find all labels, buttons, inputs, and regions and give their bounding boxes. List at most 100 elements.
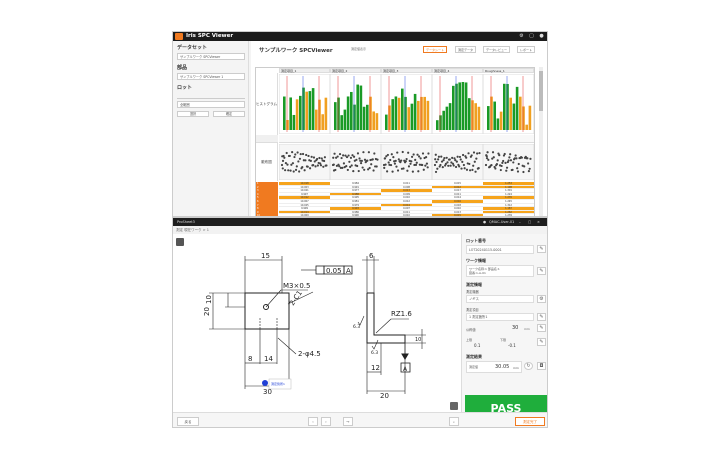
instrument-select[interactable]: ノギス — [466, 295, 534, 303]
data-cell[interactable]: 9.986 — [330, 210, 381, 215]
column-header[interactable]: Roughness_1 — [483, 68, 534, 73]
data-cell[interactable]: 1.224 — [483, 192, 534, 197]
edit-work-icon[interactable]: ✎ — [537, 267, 546, 275]
row-label[interactable]: 1 — [256, 182, 278, 186]
data-cell[interactable]: 10.009 — [279, 214, 330, 216]
data-cell[interactable]: 9.977 — [330, 189, 381, 193]
data-cell[interactable]: 10.012 — [279, 196, 330, 200]
row-label[interactable]: 3 — [256, 189, 278, 193]
close-icon[interactable]: × — [537, 220, 540, 224]
data-cell[interactable]: 1.262 — [483, 210, 534, 215]
minimize-icon[interactable]: – — [519, 220, 521, 224]
edit-item-icon[interactable]: ✎ — [537, 313, 546, 321]
data-cell[interactable]: 0.014 — [432, 196, 483, 200]
data-cell[interactable]: 1.253 — [483, 182, 534, 186]
lot-filter[interactable]: 全範囲 — [177, 101, 245, 108]
camera-icon[interactable]: ◘ — [537, 362, 546, 370]
maximize-icon[interactable]: ▢ — [528, 220, 532, 224]
drawing-menu-icon[interactable] — [176, 238, 184, 246]
column-header[interactable]: 測定項目_1 — [279, 68, 330, 73]
row-label[interactable]: 4 — [256, 192, 278, 197]
item-select[interactable]: 1 測定箇所1 — [466, 313, 534, 321]
edit-nominal-icon[interactable]: ✎ — [537, 324, 546, 332]
data-cell[interactable]: 1.198 — [483, 185, 534, 190]
data-cell[interactable]: 10.018 — [279, 182, 330, 186]
data-sheet-button[interactable]: データシート — [423, 46, 448, 53]
row-label[interactable]: 5 — [256, 196, 278, 200]
data-cell[interactable]: 0.010 — [432, 207, 483, 211]
prev-arrow-icon[interactable]: ‹ — [308, 417, 318, 426]
data-cell[interactable]: 9.999 — [279, 207, 330, 211]
result-box[interactable]: 測定値 30.05 mm — [466, 361, 522, 373]
data-cell[interactable]: 1.187 — [483, 207, 534, 211]
next-arrow-icon[interactable]: › — [321, 417, 331, 426]
data-cell[interactable]: 1.312 — [483, 203, 534, 208]
measure-marker[interactable] — [262, 380, 268, 386]
data-cell[interactable]: 0.014 — [381, 203, 432, 208]
data-cell[interactable]: 1.245 — [483, 200, 534, 204]
data-cell[interactable]: 9.995 — [330, 196, 381, 200]
data-cell[interactable]: 9.981 — [330, 200, 381, 204]
row-label[interactable]: 9 — [256, 210, 278, 215]
hamburger-menu-icon[interactable] — [175, 33, 183, 47]
data-cell[interactable]: 9.991 — [330, 185, 381, 190]
data-cell[interactable]: 0.017 — [432, 189, 483, 193]
data-cell[interactable]: 0.012 — [381, 200, 432, 204]
data-cell[interactable]: 9.993 — [330, 207, 381, 211]
data-cell[interactable]: 10.025 — [279, 203, 330, 208]
data-cell[interactable]: 9.997 — [279, 192, 330, 197]
data-cell[interactable]: 10.007 — [279, 200, 330, 204]
settings-icon[interactable]: ⚙ — [519, 33, 524, 39]
data-cell[interactable]: 0.011 — [432, 192, 483, 197]
data-cell[interactable]: 1.301 — [483, 189, 534, 193]
data-cell[interactable]: 0.015 — [432, 214, 483, 216]
data-cell[interactable]: 0.011 — [381, 210, 432, 215]
data-cell[interactable]: 0.013 — [381, 189, 432, 193]
data-cell[interactable]: 0.012 — [432, 185, 483, 190]
data-cell[interactable]: 0.010 — [381, 214, 432, 216]
edit-tolerance-icon[interactable]: ✎ — [537, 338, 546, 346]
instrument-settings-icon[interactable]: ⚙ — [537, 295, 546, 303]
zoom-fit-icon[interactable] — [450, 402, 458, 410]
data-cell[interactable]: 0.007 — [381, 207, 432, 211]
review-button[interactable]: データレビュー — [483, 46, 511, 53]
lot-search[interactable] — [177, 93, 245, 99]
user-avatar[interactable]: ● — [483, 220, 487, 224]
refresh-icon[interactable]: ↻ — [524, 362, 533, 370]
data-cell[interactable]: 10.021 — [279, 189, 330, 193]
data-cell[interactable]: 1.239 — [483, 214, 534, 216]
data-cell[interactable]: 9.990 — [330, 214, 381, 216]
column-header[interactable]: 測定項目_4 — [432, 68, 483, 73]
edit-lot-icon[interactable]: ✎ — [537, 245, 546, 253]
row-label[interactable]: 8 — [256, 207, 278, 211]
data-cell[interactable]: 0.016 — [432, 200, 483, 204]
data-cell[interactable]: 0.009 — [381, 192, 432, 197]
grid-scrollbar[interactable] — [539, 67, 543, 216]
row-label[interactable]: 10 — [256, 214, 278, 216]
dataset-select[interactable]: サンプルワーク SPCViewer — [177, 53, 245, 60]
search-icon[interactable]: ⌕ — [449, 417, 459, 426]
select-button[interactable]: 選択 — [177, 111, 209, 117]
data-cell[interactable]: 0.015 — [432, 182, 483, 186]
back-button[interactable]: 戻る — [177, 417, 199, 426]
data-cell[interactable]: 0.013 — [432, 210, 483, 215]
row-label[interactable]: 7 — [256, 203, 278, 208]
row-label[interactable]: 2 — [256, 185, 278, 190]
data-cell[interactable]: 10.003 — [279, 185, 330, 190]
user-icon[interactable]: ● — [539, 33, 544, 39]
data-cell[interactable]: 0.011 — [381, 182, 432, 186]
data-cell[interactable]: 1.276 — [483, 196, 534, 200]
column-header[interactable]: 測定項目_2 — [330, 68, 381, 73]
part-select[interactable]: サンプルワーク SPCViewer 1 — [177, 73, 245, 80]
window-icon[interactable]: ▢ — [529, 33, 534, 39]
data-cell[interactable]: 10.014 — [279, 210, 330, 215]
data-cell[interactable]: 9.988 — [330, 192, 381, 197]
data-cell[interactable]: 0.008 — [381, 185, 432, 190]
data-cell[interactable]: 9.984 — [330, 182, 381, 186]
row-label[interactable]: 6 — [256, 200, 278, 204]
share-icon[interactable]: ↪ — [343, 417, 353, 426]
column-header[interactable]: 測定項目_3 — [381, 68, 432, 73]
item-sheet-button[interactable]: 測定データ — [455, 46, 477, 53]
data-cell[interactable]: 0.018 — [432, 203, 483, 208]
export-button[interactable]: レポート — [517, 46, 536, 53]
